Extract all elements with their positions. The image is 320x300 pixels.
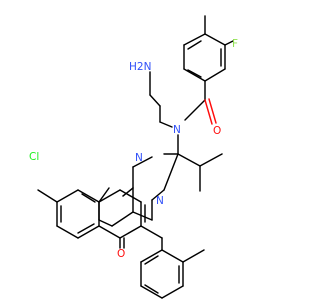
ring-n3-label: N [156, 195, 164, 207]
chiral-center-isopropyl [163, 134, 223, 192]
aminopropyl-chain [149, 71, 173, 128]
benzyl-ring [140, 249, 205, 299]
amide-nitrogen-label: N [173, 124, 181, 136]
molecule-structure-diagram: H2N N O F Cl N N O [29, 15, 238, 299]
fluoromethylphenyl-ring [183, 15, 234, 101]
amide-oxygen-label: O [213, 125, 221, 137]
ring-n1-label: N [135, 152, 143, 164]
fluorine-label: F [232, 38, 238, 50]
ring-oxygen-label: O [117, 248, 125, 260]
quinazolinone-ring [37, 153, 179, 251]
amide-group [184, 98, 217, 125]
chlorine-label: Cl [29, 151, 39, 163]
amine-label: H2N [129, 61, 151, 73]
